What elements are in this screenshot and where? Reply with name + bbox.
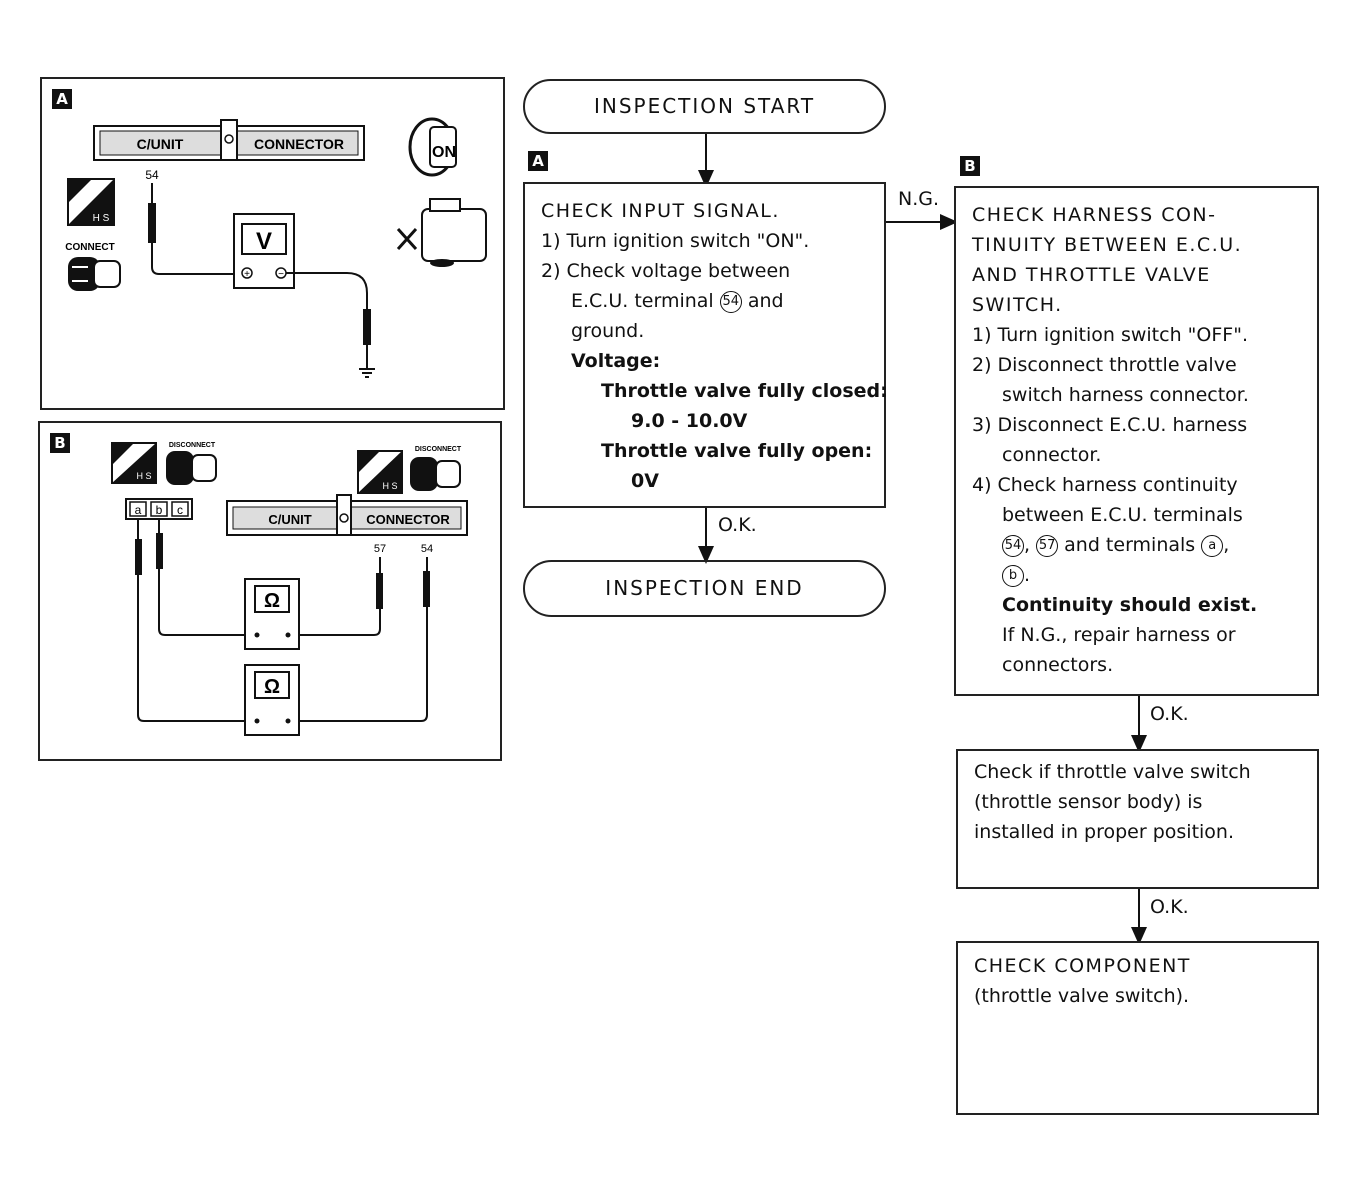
box-a-title: CHECK INPUT SIGNAL. <box>541 200 780 222</box>
panel-b-diagram: B H S DISCONNECT H S DISCONNECT <box>38 421 502 761</box>
svg-text:ON: ON <box>432 144 456 161</box>
panel-b-tag: B <box>50 433 70 453</box>
box-c-line-3: installed in proper position. <box>974 821 1234 843</box>
svg-text:H S: H S <box>382 481 397 491</box>
ok-label-a: O.K. <box>718 514 757 536</box>
pin-b-label: b <box>156 503 163 517</box>
box-b-step4a: 4) Check harness continuity <box>972 474 1238 496</box>
flow-tag-a: A <box>528 151 548 171</box>
box-b-title-4: SWITCH. <box>972 294 1063 316</box>
box-b-step4c: 54, 57 and terminals a, <box>972 530 1317 560</box>
box-b-step2a: 2) Disconnect throttle valve <box>972 354 1237 376</box>
box-a-step2b: E.C.U. terminal 54 and <box>571 290 784 313</box>
panel-b-drawing: H S DISCONNECT H S DISCONNECT a b c <box>111 442 468 736</box>
panel-b-connector-left: C/UNIT <box>268 512 311 527</box>
box-b-step2b: switch harness connector. <box>1002 384 1249 406</box>
panel-b-terminal-57: 57 <box>374 543 386 555</box>
check-harness-continuity-box: CHECK HARNESS CON- TINUITY BETWEEN E.C.U… <box>954 186 1319 696</box>
box-b-step3b: connector. <box>1002 444 1102 466</box>
svg-text:+: + <box>244 269 250 280</box>
ng-label: N.G. <box>898 188 940 210</box>
box-b-ifng-1: If N.G., repair harness or <box>1002 624 1236 646</box>
ignition-key-icon: ON <box>408 117 457 177</box>
flow-tag-b: B <box>960 156 980 176</box>
box-b-ifng-2: connectors. <box>1002 654 1114 676</box>
terminal-57-badge: 57 <box>1036 534 1059 557</box>
ok-label-b: O.K. <box>1150 703 1189 725</box>
check-input-signal-box: CHECK INPUT SIGNAL. 1) Turn ignition swi… <box>523 182 888 508</box>
box-b-title-3: AND THROTTLE VALVE <box>972 264 1211 286</box>
panel-b-connector-right: CONNECTOR <box>366 512 450 527</box>
harness-sensor-icon: H S <box>67 178 115 226</box>
panel-b-terminal-54: 54 <box>421 543 433 555</box>
harness-sensor-icon: H S <box>111 442 157 484</box>
harness-sensor-icon: H S <box>357 450 403 494</box>
inspection-end: INSPECTION END <box>523 560 886 617</box>
ok-label-c: O.K. <box>1150 896 1189 918</box>
box-a-step1: 1) Turn ignition switch "ON". <box>541 230 810 252</box>
terminal-54-badge: 54 <box>1002 534 1024 557</box>
box-b-step4b: between E.C.U. terminals <box>1002 504 1243 526</box>
connect-label: CONNECT <box>65 242 114 253</box>
box-c-line-1: Check if throttle valve switch <box>974 761 1251 783</box>
check-installation-box: Check if throttle valve switch (throttle… <box>956 749 1319 889</box>
box-a-open-label: Throttle valve fully open: <box>601 440 873 462</box>
box-d-line-1: CHECK COMPONENT <box>974 955 1191 977</box>
panel-a-drawing: C/UNIT CONNECTOR 54 V + − H S CONNECT <box>65 117 487 378</box>
disconnect-label: DISCONNECT <box>169 442 216 449</box>
disconnect-label: DISCONNECT <box>415 446 462 453</box>
panel-a-diagram: A C/UNIT CONNECTOR 54 V + − H S <box>40 77 505 410</box>
ohmmeter-1-label: Ω <box>264 590 280 612</box>
box-a-closed-value: 9.0 - 10.0V <box>631 410 748 432</box>
svg-text:−: − <box>278 269 284 280</box>
pin-b-badge: b <box>1002 564 1024 587</box>
panel-a-connector-left: C/UNIT <box>137 136 184 152</box>
svg-text:H S: H S <box>136 471 151 481</box>
box-b-title-2: TINUITY BETWEEN E.C.U. <box>972 234 1243 256</box>
box-b-step1: 1) Turn ignition switch "OFF". <box>972 324 1248 346</box>
probe-icon <box>148 203 156 243</box>
terminal-54-badge: 54 <box>719 290 742 313</box>
pin-a-badge: a <box>1201 534 1224 557</box>
box-b-continuity: Continuity should exist. <box>1002 594 1258 616</box>
panel-a-connector-right: CONNECTOR <box>254 136 344 152</box>
box-b-title-1: CHECK HARNESS CON- <box>972 204 1217 226</box>
box-a-closed-label: Throttle valve fully closed: <box>601 380 888 402</box>
check-component-box: CHECK COMPONENT (throttle valve switch). <box>956 941 1319 1115</box>
pin-a-label: a <box>135 503 142 517</box>
box-c-line-2: (throttle sensor body) is <box>974 791 1203 813</box>
box-a-open-value: 0V <box>631 470 659 492</box>
voltmeter-label: V <box>256 228 272 255</box>
panel-a-terminal-54: 54 <box>145 168 159 182</box>
ohmmeter-2-label: Ω <box>264 676 280 698</box>
box-a-voltage-heading: Voltage: <box>571 350 661 372</box>
panel-a-tag: A <box>52 89 72 109</box>
inspection-start: INSPECTION START <box>523 79 886 134</box>
engine-icon <box>396 198 487 267</box>
connector-plug-icon <box>68 257 121 291</box>
pin-c-label: c <box>177 503 183 517</box>
box-a-step2c: ground. <box>571 320 645 342</box>
disconnect-plug-icon <box>410 457 461 491</box>
box-b-step4d: b. <box>972 560 1317 590</box>
disconnect-plug-icon <box>166 451 217 485</box>
box-d-line-2: (throttle valve switch). <box>974 985 1190 1007</box>
box-a-step2a: 2) Check voltage between <box>541 260 791 282</box>
box-b-step3a: 3) Disconnect E.C.U. harness <box>972 414 1248 436</box>
svg-text:H S: H S <box>93 213 110 224</box>
